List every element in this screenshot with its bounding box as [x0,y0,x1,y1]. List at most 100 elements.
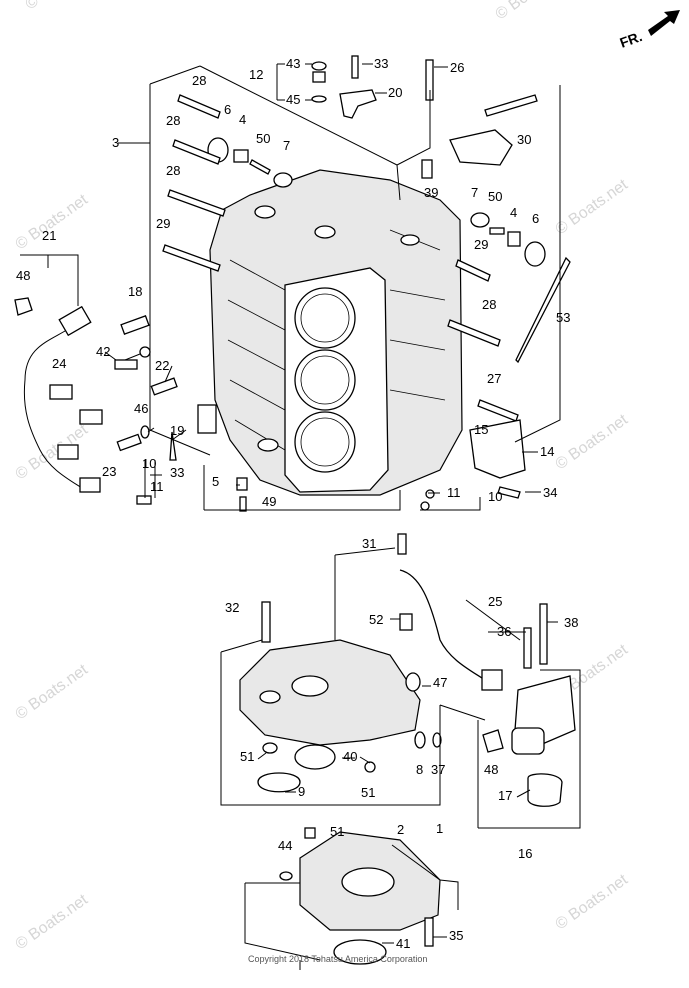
callout-2: 2 [397,822,404,837]
bolt-31 [397,533,407,555]
cap-30 [449,129,513,166]
sensor-18 [120,315,150,335]
cylinder-bore-1 [294,287,356,349]
bolt-32 [261,601,271,643]
bolt-36 [523,627,532,669]
callout-28: 28 [166,163,180,178]
watermark-text: © Boats.net [13,191,92,253]
callout-28: 28 [192,73,206,88]
callout-5: 5 [212,474,219,489]
pin-51a [262,742,278,754]
wiring-harness [14,297,103,493]
solenoid-16 [511,727,545,755]
washer-11b [425,489,435,499]
callout-40: 40 [343,749,357,764]
bolt-28d [447,319,501,347]
callout-30: 30 [517,132,531,147]
wire-25 [399,569,486,681]
harness-connector [58,305,92,337]
callout-28: 28 [482,297,496,312]
callout-31: 31 [362,536,376,551]
oil-seal-40 [294,744,336,770]
oring-7a [273,172,293,188]
callout-33: 33 [374,56,388,71]
callout-23: 23 [102,464,116,479]
pin-5 [236,477,248,491]
harness-cable [23,319,86,491]
watermark-text: © Boats.net [13,891,92,953]
bolt-33 [351,55,359,79]
oring-47 [405,672,421,692]
callout-34: 34 [543,485,557,500]
callout-24: 24 [52,356,66,371]
callout-25: 25 [488,594,502,609]
callout-9: 9 [298,784,305,799]
plug-43 [311,61,327,71]
callout-51: 51 [361,785,375,800]
callout-16: 16 [518,846,532,861]
callout-35: 35 [449,928,463,943]
connector-25 [481,669,503,691]
bolt-50a [249,159,271,175]
clamp-48a [14,297,33,316]
callout-26: 26 [450,60,464,75]
callout-1: 1 [436,821,443,836]
front-direction-indicator: FR. [618,10,680,51]
dipstick-53 [515,256,571,364]
callout-28: 28 [166,113,180,128]
lower-cover-assembly [239,533,576,807]
callout-10: 10 [488,489,502,504]
bolt-38 [539,603,548,665]
callout-43: 43 [286,56,300,71]
washer-44 [279,871,293,881]
callout-53: 53 [556,310,570,325]
callout-21: 21 [42,228,56,243]
upper-crankcase-cover [239,639,421,746]
copyright-notice: Copyright 2018 Tohatsu America Corporati… [248,954,427,964]
callout-38: 38 [564,615,578,630]
sensor-22 [150,377,178,396]
sensor-23 [116,433,142,452]
plug-4a [233,149,249,163]
callout-20: 20 [388,85,402,100]
washer-8 [414,731,426,749]
callout-17: 17 [498,788,512,803]
pin-52 [399,613,413,631]
bolt-49 [239,496,247,512]
callout-39: 39 [424,185,438,200]
clip-48b [482,729,504,753]
oil-seal-41 [333,939,387,965]
callout-12: 12 [249,67,263,82]
callout-18: 18 [128,284,142,299]
bolt-28a [177,94,221,119]
callout-6: 6 [532,211,539,226]
bolt-34 [497,486,521,499]
callout-29: 29 [474,237,488,252]
cylinder-block-assembly [209,169,463,496]
clamp-17 [527,773,563,807]
callout-32: 32 [225,600,239,615]
callout-27: 27 [487,371,501,386]
plug-4b [507,231,521,247]
callout-48: 48 [484,762,498,777]
lower-cover-leader-lines [220,547,581,829]
bolt-29a [162,244,221,272]
pin-51b [364,761,376,773]
block-leader-lines [20,63,561,511]
callout-7: 7 [471,185,478,200]
callout-50: 50 [256,131,270,146]
callout-11: 11 [447,485,461,500]
bolt-50b [489,227,505,235]
callout-11: 11 [150,479,164,494]
dowel-39 [421,159,433,179]
watermark-text: © Boats.net [493,0,572,23]
bolt-28c [167,189,226,217]
oring-9 [257,772,301,793]
cover-seal-bore [291,675,329,697]
callout-29: 29 [156,216,170,231]
callout-41: 41 [396,936,410,951]
callout-42: 42 [96,344,110,359]
callout-22: 22 [155,358,169,373]
bolt-29b [455,259,491,282]
callout-51: 51 [330,824,344,839]
